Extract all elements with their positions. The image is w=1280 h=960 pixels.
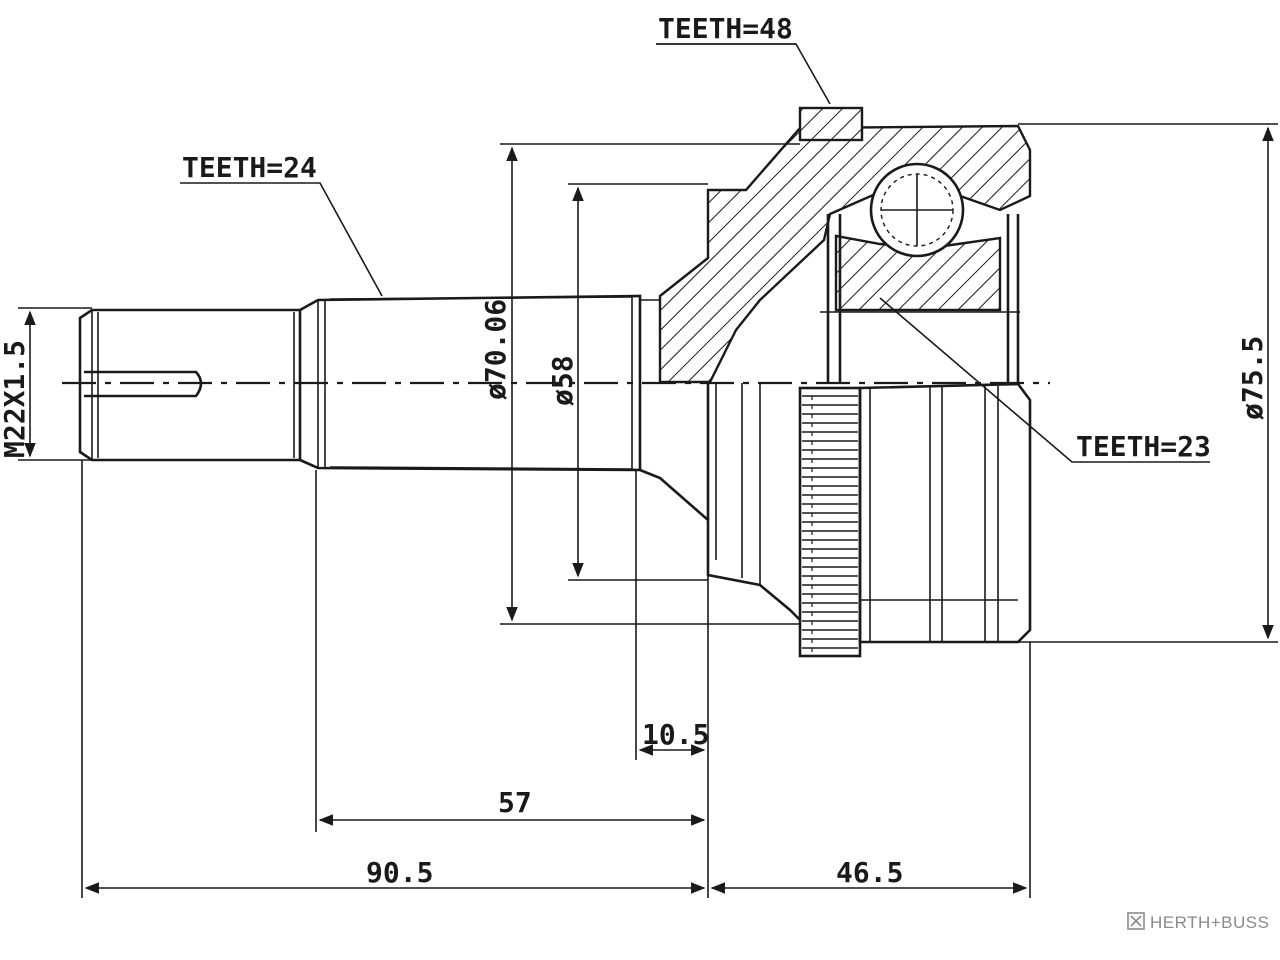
label-dia-58: ø58 (546, 355, 579, 406)
label-teeth-23: TEETH=23 (1076, 430, 1211, 463)
label-len-90-5: 90.5 (366, 856, 433, 889)
thread-stub (78, 308, 302, 462)
label-dia-70: ø70.06 (479, 299, 512, 400)
brand-name: HERTH+BUSS (1150, 913, 1269, 932)
leader-teeth-23 (879, 297, 1210, 463)
leader-teeth-48 (656, 43, 831, 105)
bell-housing-outline (639, 382, 1032, 658)
dim-thread (18, 307, 92, 461)
abs-tooth-ring (802, 395, 858, 652)
label-len-10-5: 10.5 (642, 718, 709, 751)
tone-ring-top (798, 106, 864, 142)
dim-diameter-75 (1018, 123, 1278, 643)
bell-housing-section (658, 124, 1032, 384)
label-teeth-24: TEETH=24 (182, 151, 317, 184)
leader-teeth-24 (180, 182, 383, 297)
label-len-57: 57 (498, 786, 532, 819)
dim-diameter-70 (500, 143, 800, 625)
label-dia-75: ø75.5 (1236, 336, 1269, 420)
herth-buss-logo-icon (1127, 912, 1145, 930)
label-len-46-5: 46.5 (836, 856, 903, 889)
label-teeth-48: TEETH=48 (658, 12, 793, 45)
label-thread: M22X1.5 (0, 340, 31, 458)
dim-diameter-58 (568, 183, 708, 581)
brand-watermark: HERTH+BUSS (1127, 912, 1269, 932)
